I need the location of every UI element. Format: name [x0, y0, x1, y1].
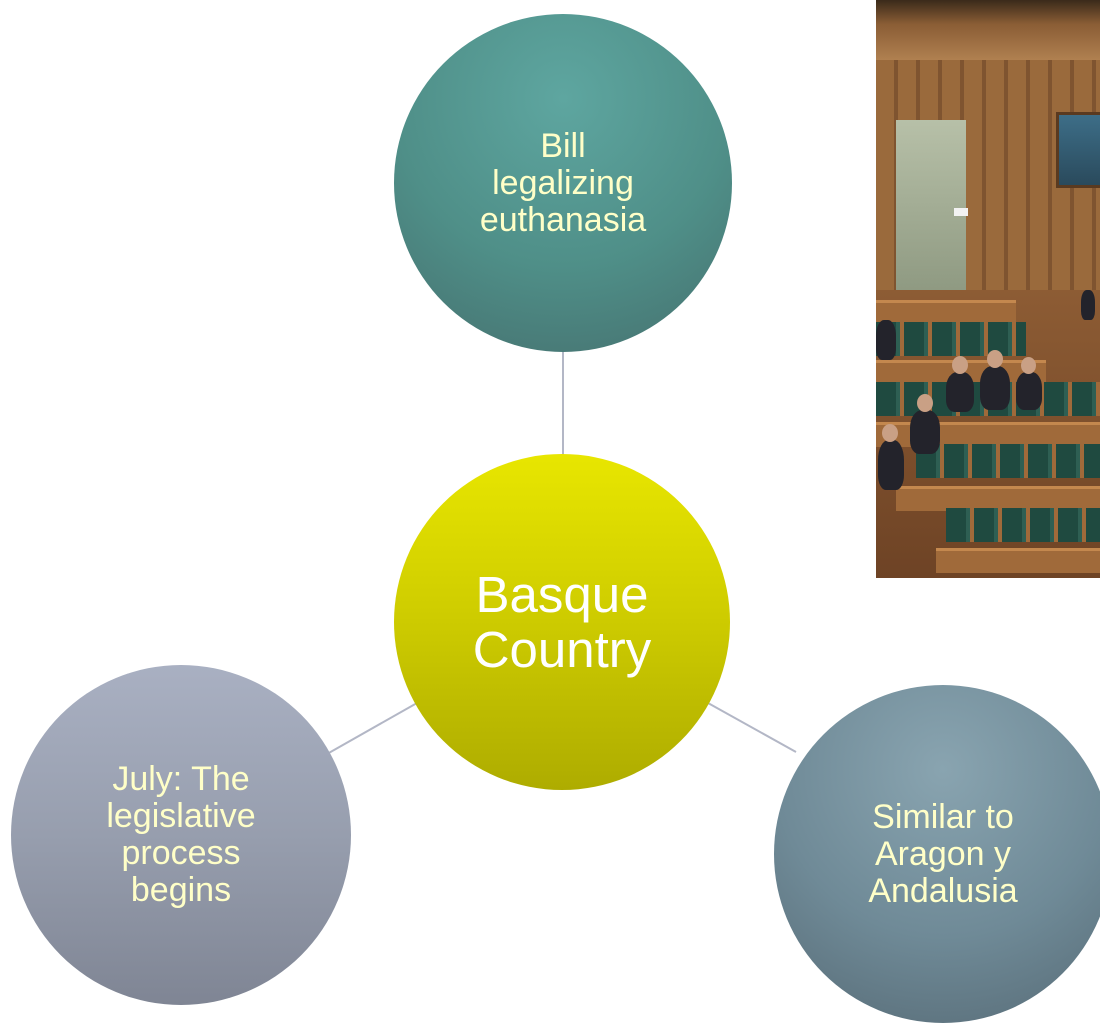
connector-left	[326, 702, 418, 755]
exit-sign	[954, 208, 968, 216]
person-head	[882, 424, 898, 442]
bench-row	[896, 486, 1100, 511]
node-label: Similar to Aragon y Andalusia	[868, 797, 1018, 910]
seat-row	[916, 444, 1100, 478]
person-head	[1021, 357, 1036, 374]
seated-person	[980, 366, 1010, 410]
connector-right	[707, 702, 797, 753]
node-similar-to-aragon-andalusia: Similar to Aragon y Andalusia	[774, 685, 1100, 1023]
seated-person	[876, 320, 896, 360]
seated-person	[946, 372, 974, 412]
seat-row	[876, 322, 1026, 356]
seated-person	[1016, 372, 1042, 410]
bench-row	[936, 548, 1100, 573]
node-july-legislative-process: July: The legislative process begins	[11, 665, 351, 1005]
seated-person	[1081, 290, 1095, 320]
corridor-wall	[896, 120, 966, 290]
seated-person	[910, 410, 940, 454]
node-label: Bill legalizing euthanasia	[479, 126, 647, 239]
person-head	[917, 394, 933, 412]
person-head	[952, 356, 968, 374]
bench-row	[876, 300, 1016, 325]
node-bill-legalizing-euthanasia: Bill legalizing euthanasia	[394, 14, 732, 352]
ceiling-area	[876, 0, 1100, 60]
center-node-basque-country: Basque Country	[394, 454, 730, 790]
parliament-chamber-photo	[876, 0, 1100, 578]
tv-screen	[1056, 112, 1100, 188]
seated-person	[878, 440, 904, 490]
person-head	[987, 350, 1003, 368]
center-node-label: Basque Country	[472, 566, 652, 678]
seat-row	[946, 508, 1100, 542]
node-label: July: The legislative process begins	[106, 760, 256, 909]
